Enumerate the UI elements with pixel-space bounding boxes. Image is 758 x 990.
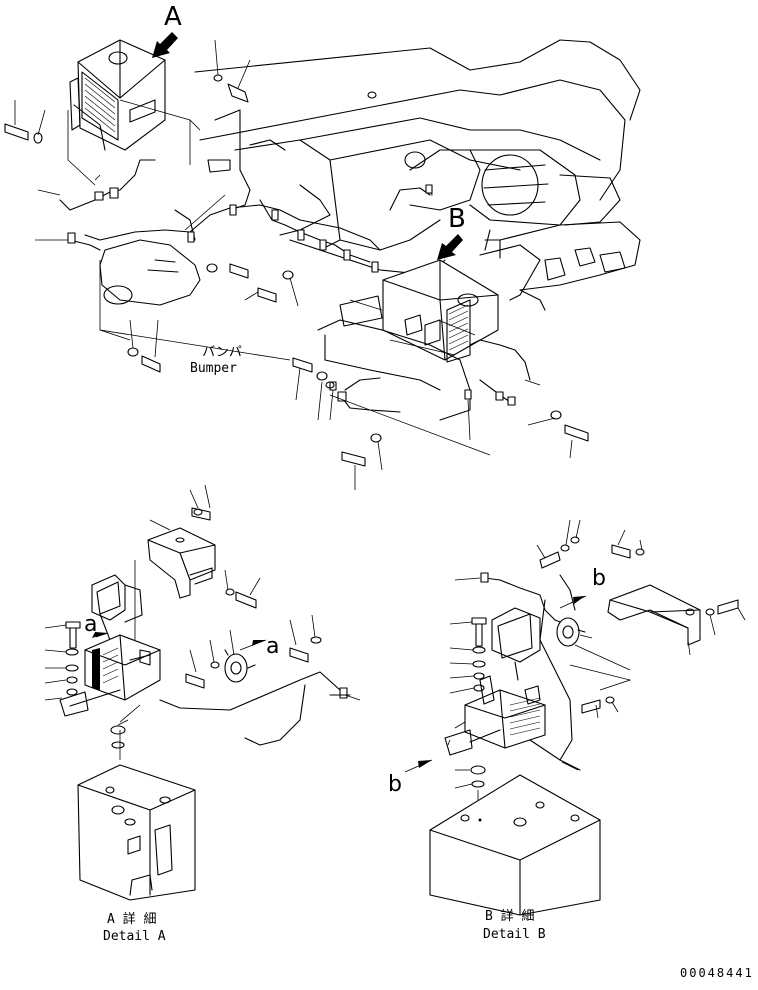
- lamp-box-a: [69, 39, 166, 151]
- detail-a-leaders: [44, 484, 361, 760]
- detail-a-mount-box: [77, 764, 196, 901]
- detail-a-lamp: [91, 574, 143, 641]
- bumper-label-jp: バンパ: [202, 345, 242, 360]
- frame-rail: [99, 39, 641, 311]
- detail-b-cover: [607, 584, 701, 646]
- detail-b-arrows: [404, 595, 587, 773]
- leader-lines-upper: [14, 39, 573, 490]
- bolt-washer-set-upper: [4, 74, 589, 467]
- detail-a-bracket: [59, 634, 161, 717]
- drawing-number: 00048441: [680, 966, 754, 980]
- wire-harness: [59, 159, 531, 413]
- view-b-label: B: [448, 204, 466, 234]
- detail-a-arrows: [92, 632, 267, 651]
- detail-b-bracket: [444, 675, 581, 771]
- view-arrow-b: [437, 234, 463, 260]
- detail-b-title-en: Detail B: [483, 927, 546, 942]
- view-arrow-a: [152, 32, 178, 58]
- detail-a-horn: [224, 649, 256, 683]
- detail-b-fasteners: [470, 536, 739, 788]
- detail-b-lamp: [491, 607, 541, 681]
- arrow-b-label: b: [592, 566, 606, 591]
- arrow-b-label-2: b: [388, 772, 402, 797]
- detail-b-horn: [554, 617, 586, 647]
- detail-b-leaders: [447, 519, 746, 800]
- detail-a-fasteners: [65, 507, 351, 749]
- detail-a-title-jp: A 詳 細: [107, 912, 157, 927]
- bumper-label-en: Bumper: [190, 361, 237, 376]
- detail-b-mount-box: [429, 774, 601, 916]
- arrow-a-label-2: a: [266, 634, 280, 659]
- detail-a-title-en: Detail A: [103, 929, 166, 944]
- detail-b-title-jp: B 詳 細: [485, 909, 535, 924]
- arrow-a-label: a: [84, 612, 98, 637]
- view-a-label: A: [164, 2, 182, 32]
- detail-a-cover: [147, 527, 216, 599]
